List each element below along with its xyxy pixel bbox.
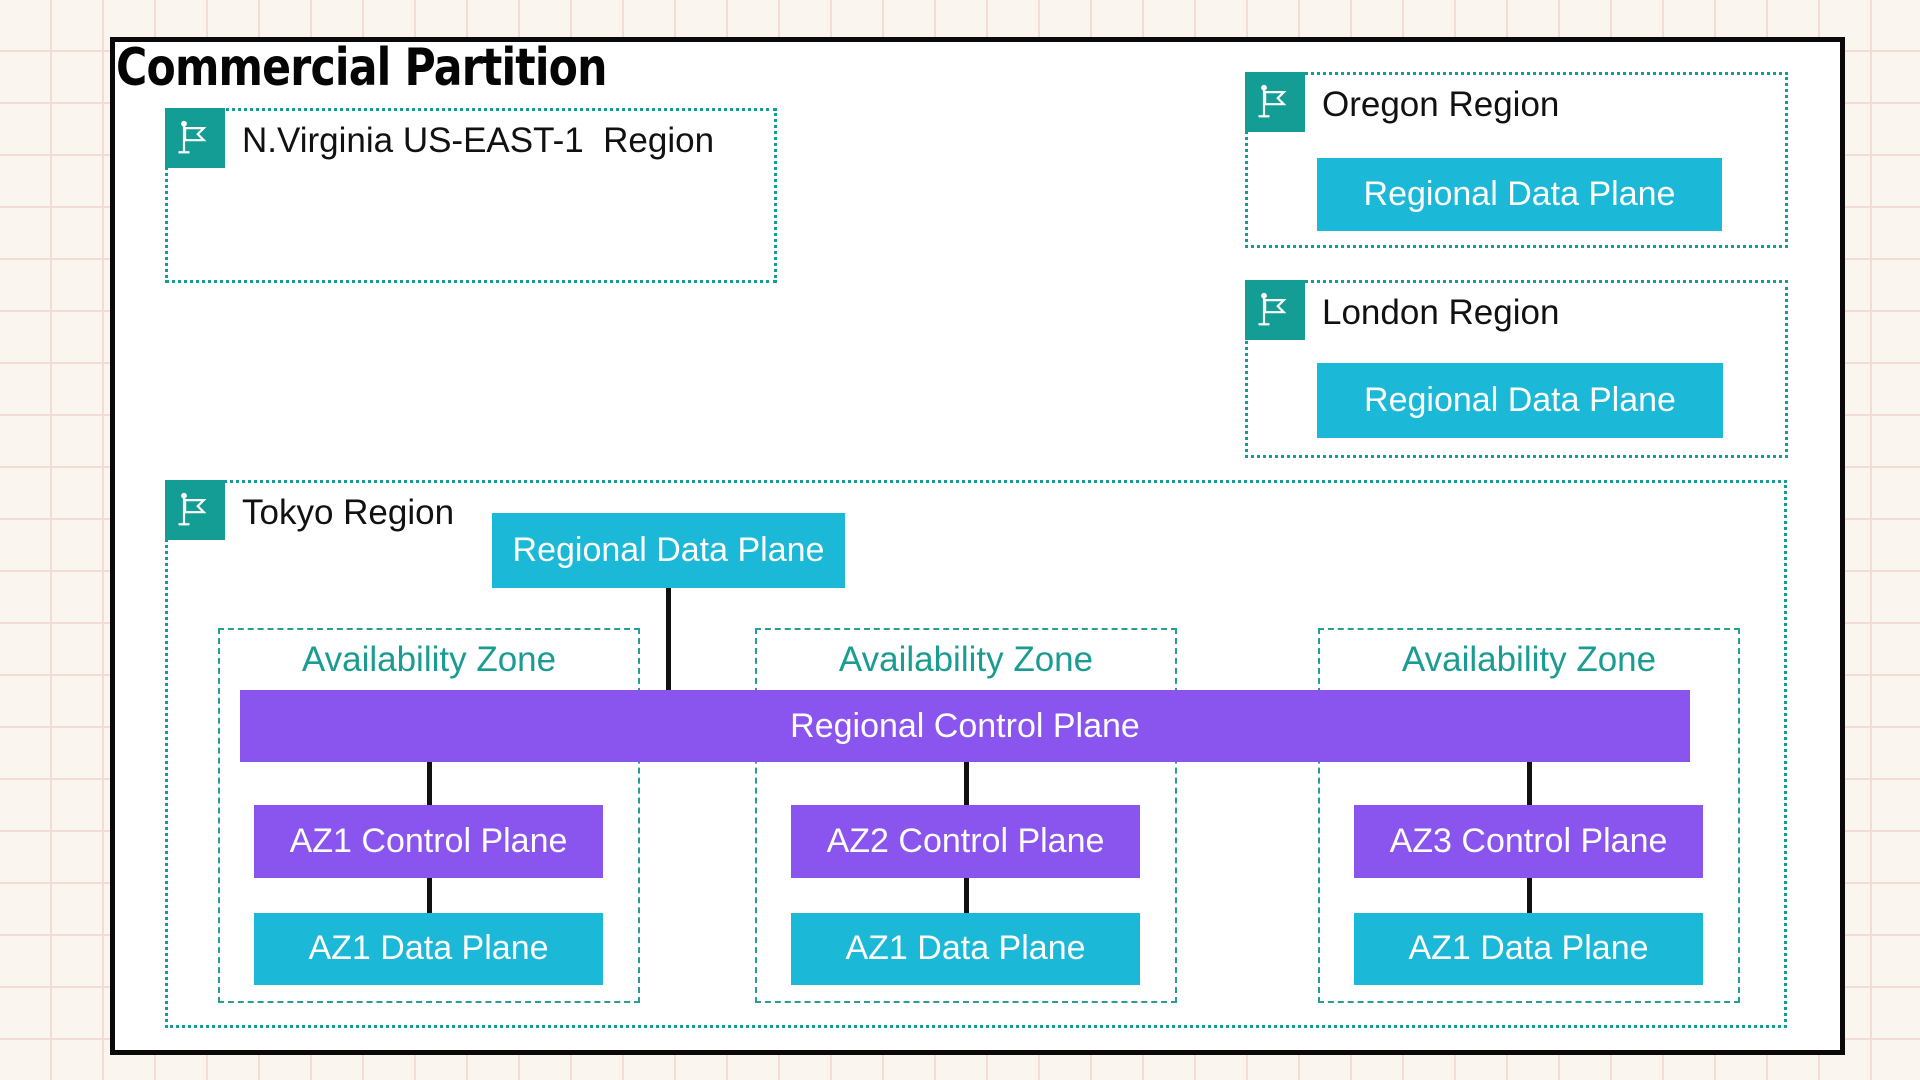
- availability-zone-2: Availability Zone: [755, 628, 1177, 1003]
- regional-control-plane-bar: Regional Control Plane: [240, 690, 1690, 762]
- az1-control-plane-box: AZ1 Control Plane: [254, 805, 603, 878]
- region-nvirginia: N.Virginia US-EAST-1 Region: [165, 108, 777, 283]
- availability-zone-3: Availability Zone: [1318, 628, 1740, 1003]
- region-tokyo: Tokyo Region: [165, 480, 1787, 1028]
- availability-zone-1: Availability Zone: [218, 628, 640, 1003]
- availability-zone-label: Availability Zone: [838, 640, 1094, 679]
- az1-data-plane-box: AZ1 Data Plane: [254, 913, 603, 985]
- connector-line: [427, 762, 432, 805]
- regional-data-plane-box: Regional Data Plane: [1317, 363, 1723, 438]
- region-label: Tokyo Region: [242, 493, 455, 532]
- flag-icon: [1245, 72, 1305, 132]
- flag-icon: [165, 480, 225, 540]
- flag-icon-glyph: [1258, 84, 1287, 118]
- region-label: N.Virginia US-EAST-1 Region: [242, 121, 715, 160]
- connector-line: [666, 588, 671, 691]
- regional-data-plane-box: Regional Data Plane: [492, 513, 845, 588]
- az3-control-plane-box: AZ3 Control Plane: [1354, 805, 1703, 878]
- region-label: London Region: [1322, 293, 1560, 332]
- region-label: Oregon Region: [1322, 85, 1560, 124]
- availability-zone-label: Availability Zone: [1401, 640, 1657, 679]
- flag-icon-glyph: [1258, 292, 1287, 326]
- region-oregon: Oregon Region Regional Data Plane: [1245, 72, 1788, 248]
- availability-zone-label: Availability Zone: [301, 640, 557, 679]
- regional-data-plane-box: Regional Data Plane: [1317, 158, 1722, 231]
- connector-line: [964, 762, 969, 805]
- az2-data-plane-box: AZ1 Data Plane: [791, 913, 1140, 985]
- region-london: London Region Regional Data Plane: [1245, 280, 1788, 458]
- az3-data-plane-box: AZ1 Data Plane: [1354, 913, 1703, 985]
- flag-icon: [1245, 280, 1305, 340]
- flag-icon-glyph: [178, 492, 207, 526]
- connector-line: [427, 878, 432, 913]
- flag-icon: [165, 108, 225, 168]
- connector-line: [1527, 878, 1532, 913]
- connector-line: [964, 878, 969, 913]
- page-title: Commercial Partition: [116, 38, 608, 98]
- connector-line: [1527, 762, 1532, 805]
- flag-icon-glyph: [178, 120, 207, 154]
- az2-control-plane-box: AZ2 Control Plane: [791, 805, 1140, 878]
